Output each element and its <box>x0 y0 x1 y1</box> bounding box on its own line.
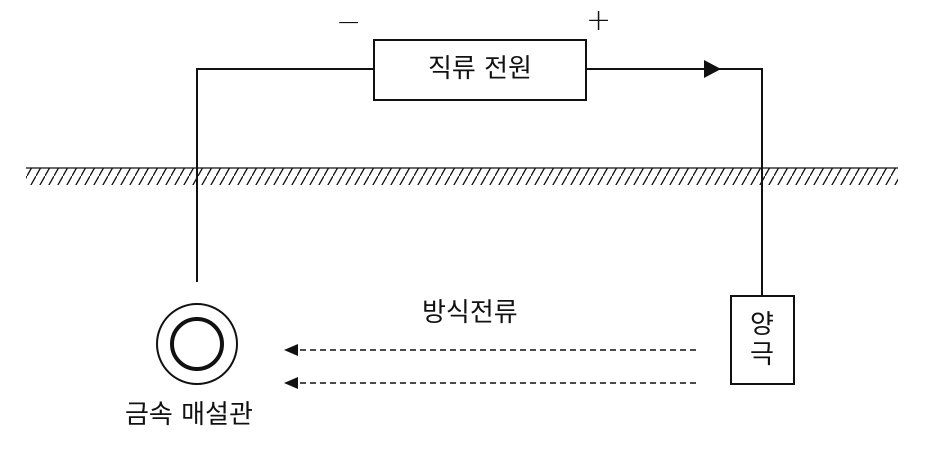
left-arrowhead-icon <box>284 344 298 356</box>
anode-box <box>730 295 795 385</box>
ground-hatch <box>26 168 898 185</box>
right-arrowhead-icon <box>704 60 721 78</box>
anode-label-line1: 양 <box>750 310 774 340</box>
anode-label: 양 극 <box>732 310 792 371</box>
wire-negative <box>196 68 374 282</box>
left-arrowhead-icon <box>284 377 298 389</box>
wire-positive <box>586 68 763 296</box>
protective-current-label: 방식전류 <box>422 298 518 328</box>
pipe-inner-circle <box>170 317 224 371</box>
protective-current-arrows <box>284 344 696 389</box>
concentric-circle-pipe-icon <box>156 303 238 385</box>
positive-terminal-sign: + <box>586 3 612 38</box>
pipe-outer-circle <box>156 303 238 385</box>
anode-label-line2: 극 <box>750 339 774 370</box>
ground-surface <box>26 167 898 185</box>
buried-pipe-label: 금속 매설관 <box>125 400 253 430</box>
power-source-label: 직류 전원 <box>428 54 532 84</box>
circuit-wires <box>196 68 763 296</box>
negative-terminal-sign: − <box>336 5 362 40</box>
power-source-box <box>373 39 587 101</box>
